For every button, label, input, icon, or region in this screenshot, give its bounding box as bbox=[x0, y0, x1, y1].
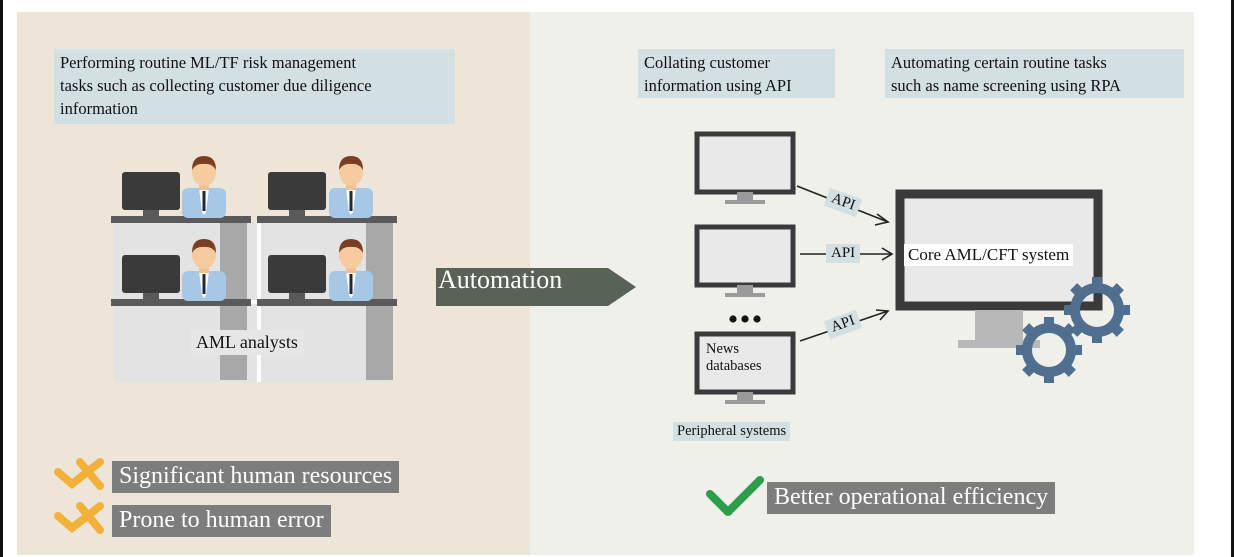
automation-label: Automation bbox=[438, 265, 563, 294]
peripheral-systems-label: Peripheral systems bbox=[673, 422, 791, 441]
callout-line: Performing routine ML/TF risk management bbox=[60, 53, 357, 72]
ellipsis-dots bbox=[729, 315, 761, 323]
checkmark-icon bbox=[706, 476, 764, 516]
callout-line: Automating certain routine tasks bbox=[891, 53, 1107, 72]
analysts-label: AML analysts bbox=[190, 330, 304, 355]
drawback-badge: Significant human resources bbox=[112, 461, 400, 493]
callout-line: Collating customer bbox=[644, 53, 771, 72]
rpa-callout: Automating certain routine tasks such as… bbox=[885, 49, 1184, 98]
api-tag: API bbox=[826, 244, 861, 263]
news-line: databases bbox=[706, 358, 762, 374]
callout-line: such as name screening using RPA bbox=[891, 76, 1121, 95]
callout-line: information bbox=[60, 99, 138, 118]
callout-line: information using API bbox=[644, 76, 792, 95]
left-frame-border bbox=[0, 0, 3, 557]
api-callout: Collating customer information using API bbox=[638, 49, 835, 98]
benefit-badge: Better operational efficiency bbox=[767, 482, 1056, 514]
drawback-badge: Prone to human error bbox=[112, 505, 331, 537]
callout-line: tasks such as collecting customer due di… bbox=[60, 76, 372, 95]
automation-arrow bbox=[436, 268, 636, 306]
cross-icon bbox=[54, 458, 104, 534]
core-system-label: Core AML/CFT system bbox=[904, 244, 1074, 266]
manual-tasks-callout: Performing routine ML/TF risk management… bbox=[54, 49, 455, 124]
news-databases-label: News databases bbox=[706, 341, 762, 375]
right-frame-border bbox=[1231, 0, 1234, 557]
news-line: News bbox=[706, 341, 740, 357]
